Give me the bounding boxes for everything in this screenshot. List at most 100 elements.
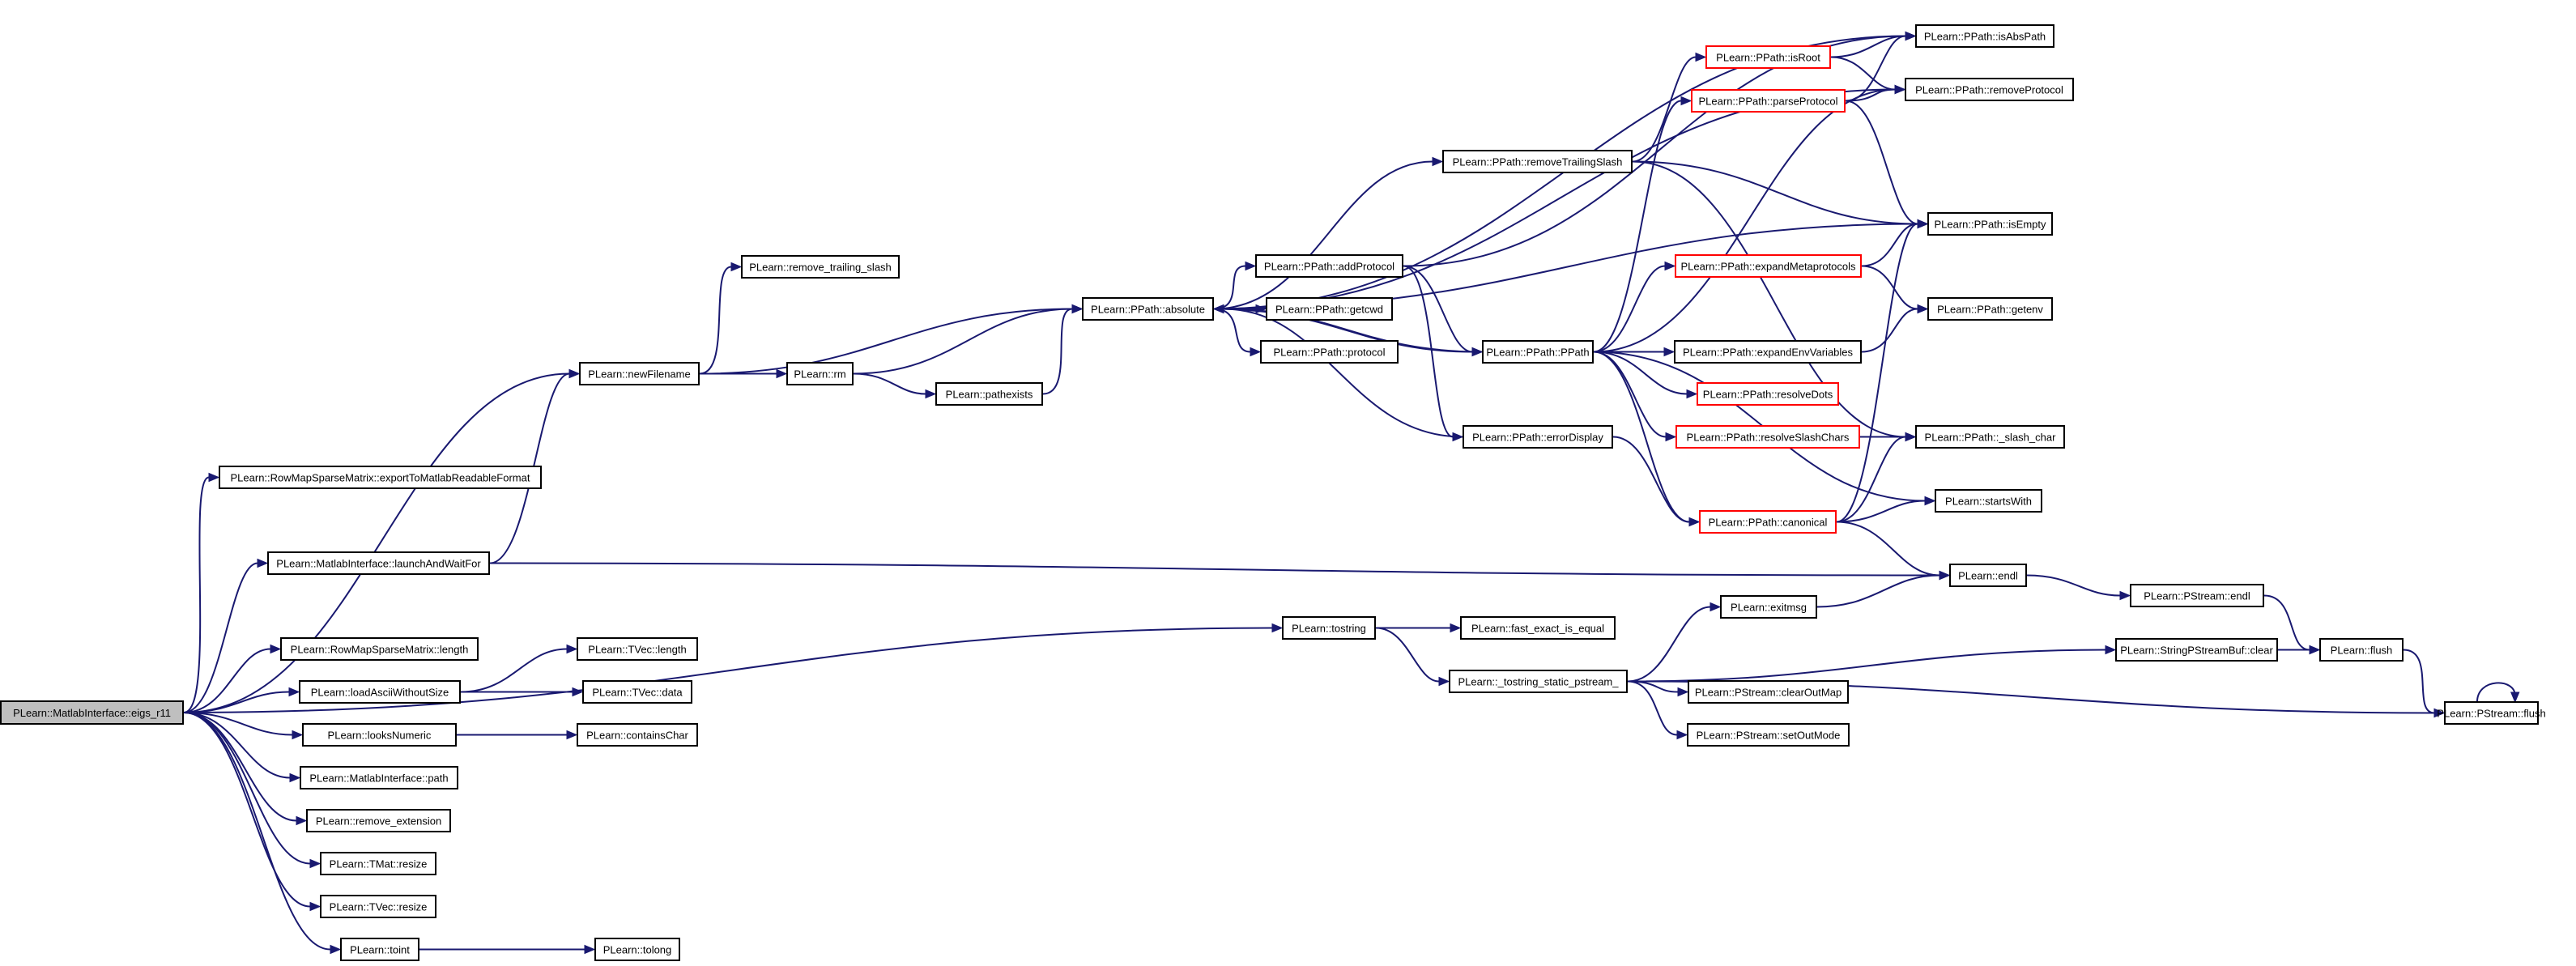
node-box xyxy=(306,809,451,832)
edge-eigs_r11-to-toint xyxy=(183,712,342,955)
node-label: PLearn::PPath::canonical xyxy=(1709,517,1828,529)
node-box xyxy=(582,680,692,704)
node-pathexists[interactable]: PLearn::pathexists xyxy=(935,382,1043,406)
edge-rm-to-pathexists xyxy=(853,372,937,399)
node-toint[interactable]: PLearn::toint xyxy=(340,938,419,961)
node-box xyxy=(1260,340,1399,364)
node-label: PLearn::TVec::length xyxy=(588,644,686,656)
node-tostring[interactable]: PLearn::tostring xyxy=(1282,616,1376,640)
node-label: PLearn::PStream::endl xyxy=(2144,590,2250,602)
node-isAbsPath[interactable]: PLearn::PPath::isAbsPath xyxy=(1915,24,2054,48)
node-clearOutMap[interactable]: PLearn::PStream::clearOutMap xyxy=(1688,680,1849,704)
node-box xyxy=(2115,638,2278,662)
edge-parseProtocol-to-isEmpty xyxy=(1845,100,1929,229)
node-getcwd[interactable]: PLearn::PPath::getcwd xyxy=(1266,297,1393,321)
node-isRoot[interactable]: PLearn::PPath::isRoot xyxy=(1705,45,1831,69)
edge-tostring_static-to-setOutMode xyxy=(1627,680,1688,740)
edge-canonical-to-endl xyxy=(1836,521,1951,581)
node-ppath[interactable]: PLearn::PPath::PPath xyxy=(1482,340,1594,364)
node-label: PLearn::PPath::isAbsPath xyxy=(1924,31,2046,43)
node-slash_char[interactable]: PLearn::PPath::_slash_char xyxy=(1915,425,2065,449)
edge-rm-to-absolute xyxy=(853,304,1084,375)
node-fast_exact_is_equal[interactable]: PLearn::fast_exact_is_equal xyxy=(1460,616,1616,640)
node-box xyxy=(1082,297,1214,321)
node-pstream_flush[interactable]: PLearn::PStream::flush xyxy=(2437,701,2546,725)
node-tvec_length[interactable]: PLearn::TVec::length xyxy=(577,637,698,661)
node-tostring_static[interactable]: PLearn::_tostring_static_pstream_ xyxy=(1449,670,1628,693)
node-newFilename[interactable]: PLearn::newFilename xyxy=(579,362,700,385)
node-tmat_resize[interactable]: PLearn::TMat::resize xyxy=(320,852,436,875)
edge-parseProtocol-to-removeProtocol xyxy=(1845,84,1906,102)
node-box xyxy=(1463,425,1613,449)
node-startsWith[interactable]: PLearn::startsWith xyxy=(1935,489,2042,513)
node-loadAsciiWithoutSize[interactable]: PLearn::loadAsciiWithoutSize xyxy=(299,680,461,704)
node-remove_extension[interactable]: PLearn::remove_extension xyxy=(306,809,451,832)
node-rm[interactable]: PLearn::rm xyxy=(786,362,854,385)
edge-addProtocol-to-isAbsPath xyxy=(1403,31,1917,267)
node-parseProtocol[interactable]: PLearn::PPath::parseProtocol xyxy=(1691,89,1846,113)
node-box xyxy=(280,637,479,661)
node-label: PLearn::PPath::getcwd xyxy=(1275,304,1383,316)
node-label: PLearn::RowMapSparseMatrix::length xyxy=(291,644,469,656)
edge-errorDisplay-to-absolute xyxy=(1212,304,1463,438)
node-box xyxy=(1675,425,1860,449)
node-exportToMatlab[interactable]: PLearn::RowMapSparseMatrix::exportToMatl… xyxy=(219,466,542,489)
node-addProtocol[interactable]: PLearn::PPath::addProtocol xyxy=(1255,254,1403,278)
node-tvec_resize[interactable]: PLearn::TVec::resize xyxy=(320,895,436,918)
node-resolveSlashChars[interactable]: PLearn::PPath::resolveSlashChars xyxy=(1675,425,1860,449)
node-launchAndWaitFor[interactable]: PLearn::MatlabInterface::launchAndWaitFo… xyxy=(267,551,490,575)
edge-eigs_r11-to-remove_extension xyxy=(183,712,308,826)
node-containsChar[interactable]: PLearn::containsChar xyxy=(577,723,698,747)
edge-eigs_r11-to-mi_path xyxy=(183,712,301,783)
node-box xyxy=(1949,564,2027,587)
node-expandMetaprotocols[interactable]: PLearn::PPath::expandMetaprotocols xyxy=(1675,254,1862,278)
node-canonical[interactable]: PLearn::PPath::canonical xyxy=(1699,510,1837,534)
node-box xyxy=(1915,425,2065,449)
node-setOutMode[interactable]: PLearn::PStream::setOutMode xyxy=(1687,723,1850,747)
node-removeTrailingSlash[interactable]: PLearn::PPath::removeTrailingSlash xyxy=(1442,150,1633,173)
node-resolveDots[interactable]: PLearn::PPath::resolveDots xyxy=(1697,382,1839,406)
node-label: PLearn::TMat::resize xyxy=(330,858,428,870)
node-label: PLearn::PPath::resolveDots xyxy=(1703,389,1833,401)
node-getenv[interactable]: PLearn::PPath::getenv xyxy=(1927,297,2053,321)
node-tolong[interactable]: PLearn::tolong xyxy=(594,938,680,961)
edge-ppath-to-expandMetaprotocols xyxy=(1593,261,1676,353)
node-box xyxy=(1687,723,1850,747)
node-box xyxy=(1675,254,1862,278)
edge-newFilename-to-rm xyxy=(699,368,788,379)
node-errorDisplay[interactable]: PLearn::PPath::errorDisplay xyxy=(1463,425,1613,449)
node-absolute[interactable]: PLearn::PPath::absolute xyxy=(1082,297,1214,321)
node-isEmpty[interactable]: PLearn::PPath::isEmpty xyxy=(1927,212,2053,236)
node-tvec_data[interactable]: PLearn::TVec::data xyxy=(582,680,692,704)
node-removeProtocol[interactable]: PLearn::PPath::removeProtocol xyxy=(1905,78,2074,101)
node-box xyxy=(1705,45,1831,69)
node-mi_path[interactable]: PLearn::MatlabInterface::path xyxy=(300,766,458,789)
node-endl[interactable]: PLearn::endl xyxy=(1949,564,2027,587)
node-rmsm_length[interactable]: PLearn::RowMapSparseMatrix::length xyxy=(280,637,479,661)
edge-eigs_r11-to-tmat_resize xyxy=(183,712,321,869)
node-box xyxy=(935,382,1043,406)
node-label: PLearn::exitmsg xyxy=(1731,602,1807,614)
node-box xyxy=(0,700,184,725)
node-box xyxy=(579,362,700,385)
edge-exitmsg-to-endl xyxy=(1816,570,1951,608)
node-sbuf_clear[interactable]: PLearn::StringPStreamBuf::clear xyxy=(2115,638,2278,662)
node-label: PLearn::PPath::isEmpty xyxy=(1934,219,2046,231)
edge-eigs_r11-to-tostring xyxy=(183,623,1284,713)
node-pstream_endl[interactable]: PLearn::PStream::endl xyxy=(2130,584,2264,607)
node-label: PLearn::PPath::getenv xyxy=(1937,304,2043,316)
node-expandEnvVariables[interactable]: PLearn::PPath::expandEnvVariables xyxy=(1674,340,1862,364)
node-label: PLearn::PPath::isRoot xyxy=(1716,52,1820,64)
edge-expandEnvVariables-to-getenv xyxy=(1861,304,1929,353)
node-label: PLearn::PPath::protocol xyxy=(1273,347,1385,359)
node-label: PLearn::PPath::absolute xyxy=(1091,304,1205,316)
node-exitmsg[interactable]: PLearn::exitmsg xyxy=(1720,595,1817,619)
node-eigs_r11[interactable]: PLearn::MatlabInterface::eigs_r11 xyxy=(0,700,184,725)
node-protocol[interactable]: PLearn::PPath::protocol xyxy=(1260,340,1399,364)
node-flush[interactable]: PLearn::flush xyxy=(2319,638,2404,662)
node-remove_trailing_slash[interactable]: PLearn::remove_trailing_slash xyxy=(741,255,900,279)
edge-canonical-to-startsWith xyxy=(1836,496,1936,523)
node-looksNumeric[interactable]: PLearn::looksNumeric xyxy=(302,723,457,747)
node-box xyxy=(340,938,419,961)
node-label: PLearn::looksNumeric xyxy=(328,730,432,742)
